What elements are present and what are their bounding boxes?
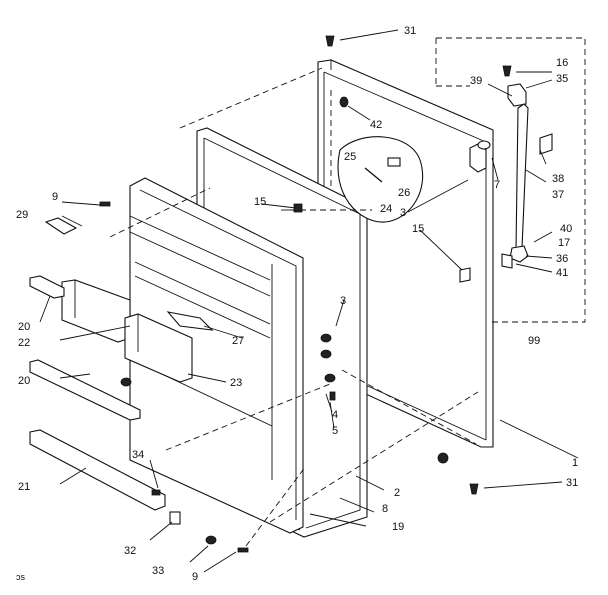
callout-20: 20 — [18, 321, 30, 333]
callout-21: 21 — [18, 481, 30, 493]
callout-15: 15 — [412, 223, 424, 235]
callout-27: 27 — [232, 335, 244, 347]
callout-3: 3 — [340, 295, 346, 307]
callout-20: 20 — [18, 375, 30, 387]
callout-19: 19 — [392, 521, 404, 533]
callout-16: 16 — [556, 57, 568, 69]
callout-34: 34 — [132, 449, 144, 461]
callout-42: 42 — [370, 119, 382, 131]
inner-door-liner — [129, 177, 304, 534]
callout-29: 29 — [16, 209, 28, 221]
callout-31: 31 — [404, 25, 416, 37]
callout-41: 41 — [556, 267, 568, 279]
callout-25: 25 — [344, 151, 356, 163]
callout-9: 9 — [192, 571, 198, 583]
callout-15: 15 — [254, 196, 266, 208]
callout-23: 23 — [230, 377, 242, 389]
callout-labels: 1 2 3 3 4 5 7 8 9 9 15 15 16 17 19 20 20… — [16, 25, 578, 583]
callout-31: 31 — [566, 477, 578, 489]
screws — [99, 35, 512, 553]
callout-38: 38 — [552, 173, 564, 185]
callout-26: 26 — [398, 187, 410, 199]
callout-leaders — [39, 29, 579, 573]
callout-99: 99 — [528, 335, 540, 347]
shelf-bins — [29, 217, 193, 511]
callout-2: 2 — [394, 487, 400, 499]
callout-36: 36 — [556, 253, 568, 265]
callout-35: 35 — [556, 73, 568, 85]
callout-24: 24 — [380, 203, 392, 215]
callout-40: 40 — [560, 223, 572, 235]
callout-4: 4 — [332, 409, 338, 421]
assembly-99-boundary — [436, 37, 586, 323]
callout-22: 22 — [18, 337, 30, 349]
callout-33: 33 — [152, 565, 164, 577]
callout-1: 1 — [572, 457, 578, 469]
callout-17: 17 — [558, 237, 570, 249]
hinge-hardware — [459, 83, 553, 283]
detail-callout-bubble — [337, 136, 424, 223]
leader-lines — [109, 67, 479, 547]
callout-3: 3 — [400, 207, 406, 219]
callout-37: 37 — [552, 189, 564, 201]
corner-mark: ɔs — [16, 572, 26, 582]
callout-32: 32 — [124, 545, 136, 557]
callout-39: 39 — [470, 75, 482, 87]
callout-9: 9 — [52, 191, 58, 203]
callout-8: 8 — [382, 503, 388, 515]
callout-5: 5 — [332, 425, 338, 437]
callout-7: 7 — [494, 179, 500, 191]
